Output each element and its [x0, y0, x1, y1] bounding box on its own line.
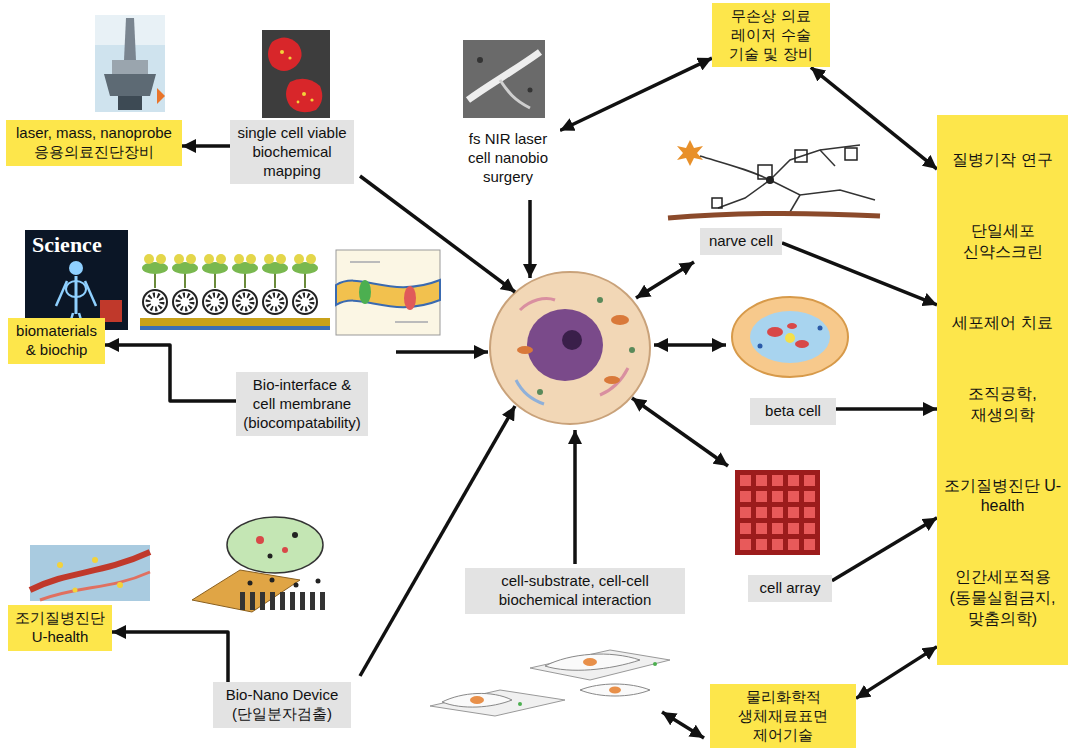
substrate-cells-picture	[430, 650, 670, 716]
topic-box: Bio-Nano Device (단일분자검출)	[213, 682, 351, 728]
topic-label: fs NIR laser cell nanobio surgery	[456, 126, 560, 190]
vessel-picture	[30, 545, 150, 601]
outcome-box: laser, mass, nanoprobe 응용의료진단장비	[6, 120, 182, 166]
cell-array-picture	[735, 470, 820, 555]
journal-cover	[25, 230, 128, 330]
outcome-box: biomaterials & biochip	[8, 318, 105, 364]
instrument-picture	[95, 15, 165, 112]
node-text: cell-substrate, cell-cell biochemical in…	[471, 572, 679, 610]
node-text: 조직공학, 재생의학	[943, 384, 1062, 426]
application-box: 질병기작 연구단일세포 신약스크린세포제어 치료조직공학, 재생의학조기질병진단…	[937, 115, 1068, 665]
node-text: Bio-Nano Device (단일분자검출)	[219, 686, 345, 724]
node-text: cell array	[754, 579, 826, 598]
arrow-connector	[811, 67, 937, 169]
node-text: laser, mass, nanoprobe 응용의료진단장비	[12, 124, 176, 162]
topic-box: cell-substrate, cell-cell biochemical in…	[465, 568, 685, 614]
membrane-picture	[140, 254, 330, 330]
node-text: beta cell	[756, 402, 830, 421]
beta-cell-picture	[732, 297, 848, 377]
arrow-connector	[856, 647, 937, 699]
chip-picture	[192, 517, 330, 612]
outcome-box: 조기질병진단 U-health	[8, 605, 112, 651]
cover-title: Science	[32, 234, 102, 256]
cell-label: cell array	[748, 575, 832, 602]
node-text: 무손상 의료 레이저 수술 기술 및 장비	[718, 7, 824, 63]
arrow-connector	[836, 407, 937, 411]
outcome-box: 무손상 의료 레이저 수술 기술 및 장비	[712, 3, 830, 67]
neuron-picture	[668, 140, 880, 218]
node-text: biomaterials & biochip	[14, 322, 99, 360]
topic-box: single cell viable biochemical mapping	[230, 120, 354, 184]
node-text: 조기질병진단 U-health	[943, 476, 1062, 518]
arrow-connector	[112, 632, 228, 682]
arrow-connector	[560, 58, 712, 130]
node-text: single cell viable biochemical mapping	[236, 124, 348, 180]
cell-picture	[490, 272, 650, 424]
node-text: Bio-interface & cell membrane (biocompat…	[242, 376, 362, 432]
arrow-connector	[832, 518, 937, 581]
node-text: 인간세포적용 (동물실험금지, 맞춤의학)	[943, 567, 1062, 629]
topic-box: Bio-interface & cell membrane (biocompat…	[236, 372, 368, 436]
arrow-connector	[782, 243, 937, 305]
node-text: 질병기작 연구	[943, 150, 1062, 171]
node-text: 세포제어 치료	[943, 313, 1062, 334]
surgery-picture	[463, 40, 545, 118]
arrow-connector	[105, 345, 236, 401]
node-text: fs NIR laser cell nanobio surgery	[462, 130, 554, 186]
mapping-picture	[262, 30, 330, 118]
node-text: 단일세포 신약스크린	[943, 221, 1062, 263]
cell-label: narve cell	[700, 228, 782, 255]
arrow-connector	[182, 144, 230, 148]
node-text: 물리화학적 생체재료표면 제어기술	[716, 688, 850, 744]
node-text: narve cell	[706, 232, 776, 251]
cell-label: beta cell	[750, 398, 836, 425]
cell-arrows	[360, 176, 728, 738]
node-text: 조기질병진단 U-health	[14, 609, 106, 647]
membrane-section	[336, 250, 440, 335]
outcome-box: 물리화학적 생체재료표면 제어기술	[710, 684, 856, 748]
